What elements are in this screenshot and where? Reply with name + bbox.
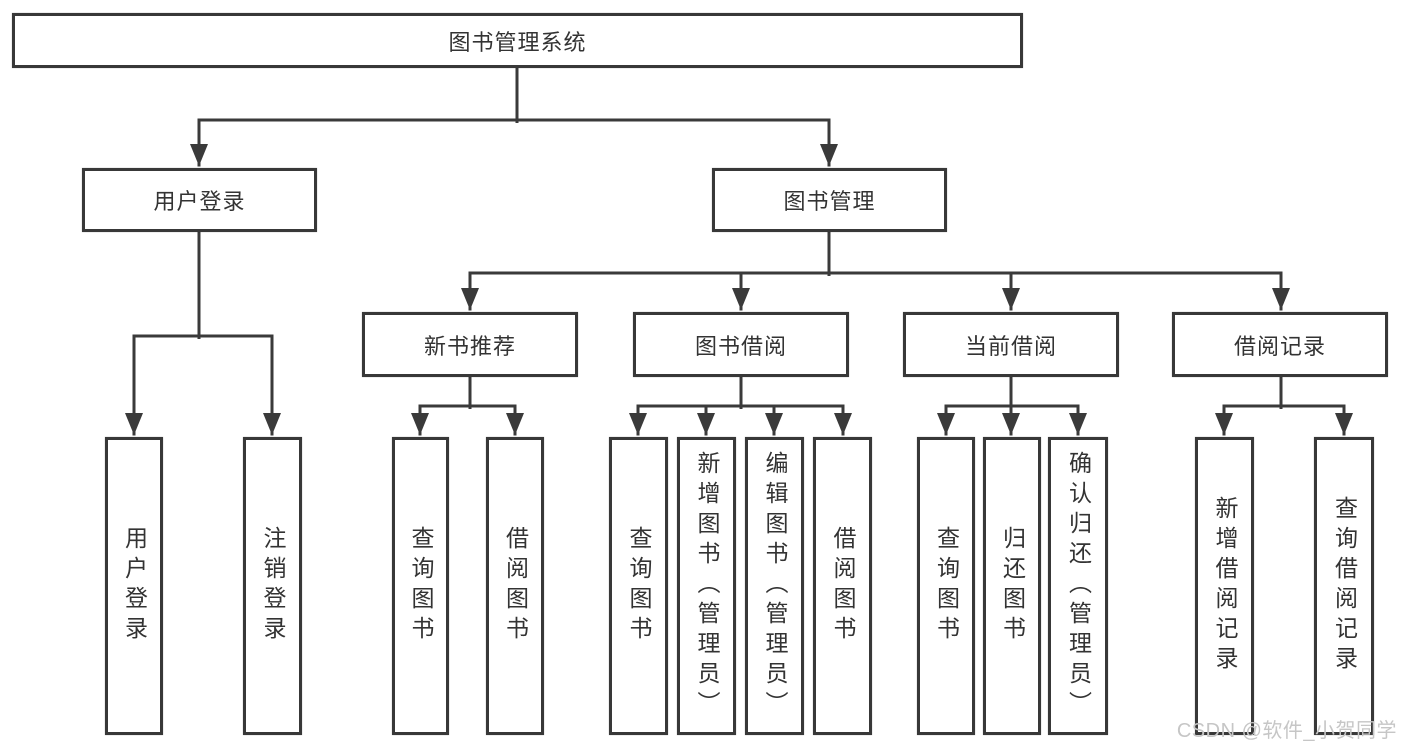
node-user-login: 用户登录	[82, 168, 317, 232]
connector-root	[190, 66, 838, 167]
connector-current-borrowing	[937, 375, 1087, 436]
node-label: 查询图书	[626, 526, 652, 646]
node-query-books-borrowing: 查询图书	[609, 437, 668, 735]
node-label: 用户登录	[153, 189, 246, 214]
node-new-book-recommend: 新书推荐	[362, 312, 578, 377]
node-label: 用户登录	[121, 526, 148, 646]
connector-new-book-recommend	[411, 375, 524, 436]
node-label: 查询图书	[933, 526, 960, 646]
node-label: 图书借阅	[694, 333, 787, 359]
connector-book-borrowing	[629, 375, 852, 436]
node-edit-books-admin: 编辑图书（管理员）	[745, 437, 804, 735]
node-label: 编辑图书（管理员）	[762, 451, 788, 721]
node-label: 归还图书	[999, 526, 1026, 646]
node-query-borrow-record: 查询借阅记录	[1314, 437, 1374, 735]
node-add-books-admin: 新增图书（管理员）	[677, 437, 736, 735]
node-label: 借阅图书	[502, 526, 529, 646]
csdn-watermark: CSDN @软件_小贺同学	[1176, 720, 1397, 742]
node-confirm-return-admin: 确认归还（管理员）	[1048, 437, 1108, 735]
node-book-management-system: 图书管理系统	[12, 13, 1023, 68]
node-label: 图书管理系统	[448, 29, 587, 55]
node-query-books-recommend: 查询图书	[392, 437, 449, 735]
node-book-management: 图书管理	[712, 168, 947, 232]
node-borrow-books-recommend: 借阅图书	[486, 437, 544, 735]
node-label: 注销登录	[260, 526, 286, 646]
node-logout-leaf: 注销登录	[243, 437, 302, 735]
node-label: 确认归还（管理员）	[1065, 451, 1092, 721]
node-label: 当前借阅	[964, 333, 1057, 359]
connector-user-login	[125, 230, 281, 436]
node-label: 新增图书（管理员）	[694, 451, 720, 721]
node-return-books: 归还图书	[983, 437, 1041, 735]
node-user-login-leaf: 用户登录	[105, 437, 163, 735]
connector-book-management	[461, 230, 1290, 311]
node-query-books-current: 查询图书	[917, 437, 975, 735]
node-borrowing-records: 借阅记录	[1172, 312, 1388, 377]
node-label: 图书管理	[783, 189, 876, 214]
node-label: 查询图书	[408, 526, 434, 646]
node-label: 新增借阅记录	[1212, 496, 1238, 676]
node-current-borrowing: 当前借阅	[903, 312, 1119, 377]
connector-borrowing-records	[1215, 375, 1353, 436]
node-add-borrow-record: 新增借阅记录	[1195, 437, 1254, 735]
node-label: 新书推荐	[423, 333, 516, 359]
node-borrow-books-borrowing: 借阅图书	[813, 437, 872, 735]
node-label: 借阅图书	[830, 526, 856, 646]
node-book-borrowing: 图书借阅	[633, 312, 849, 377]
node-label: 借阅记录	[1233, 333, 1326, 359]
node-label: 查询借阅记录	[1331, 496, 1358, 676]
